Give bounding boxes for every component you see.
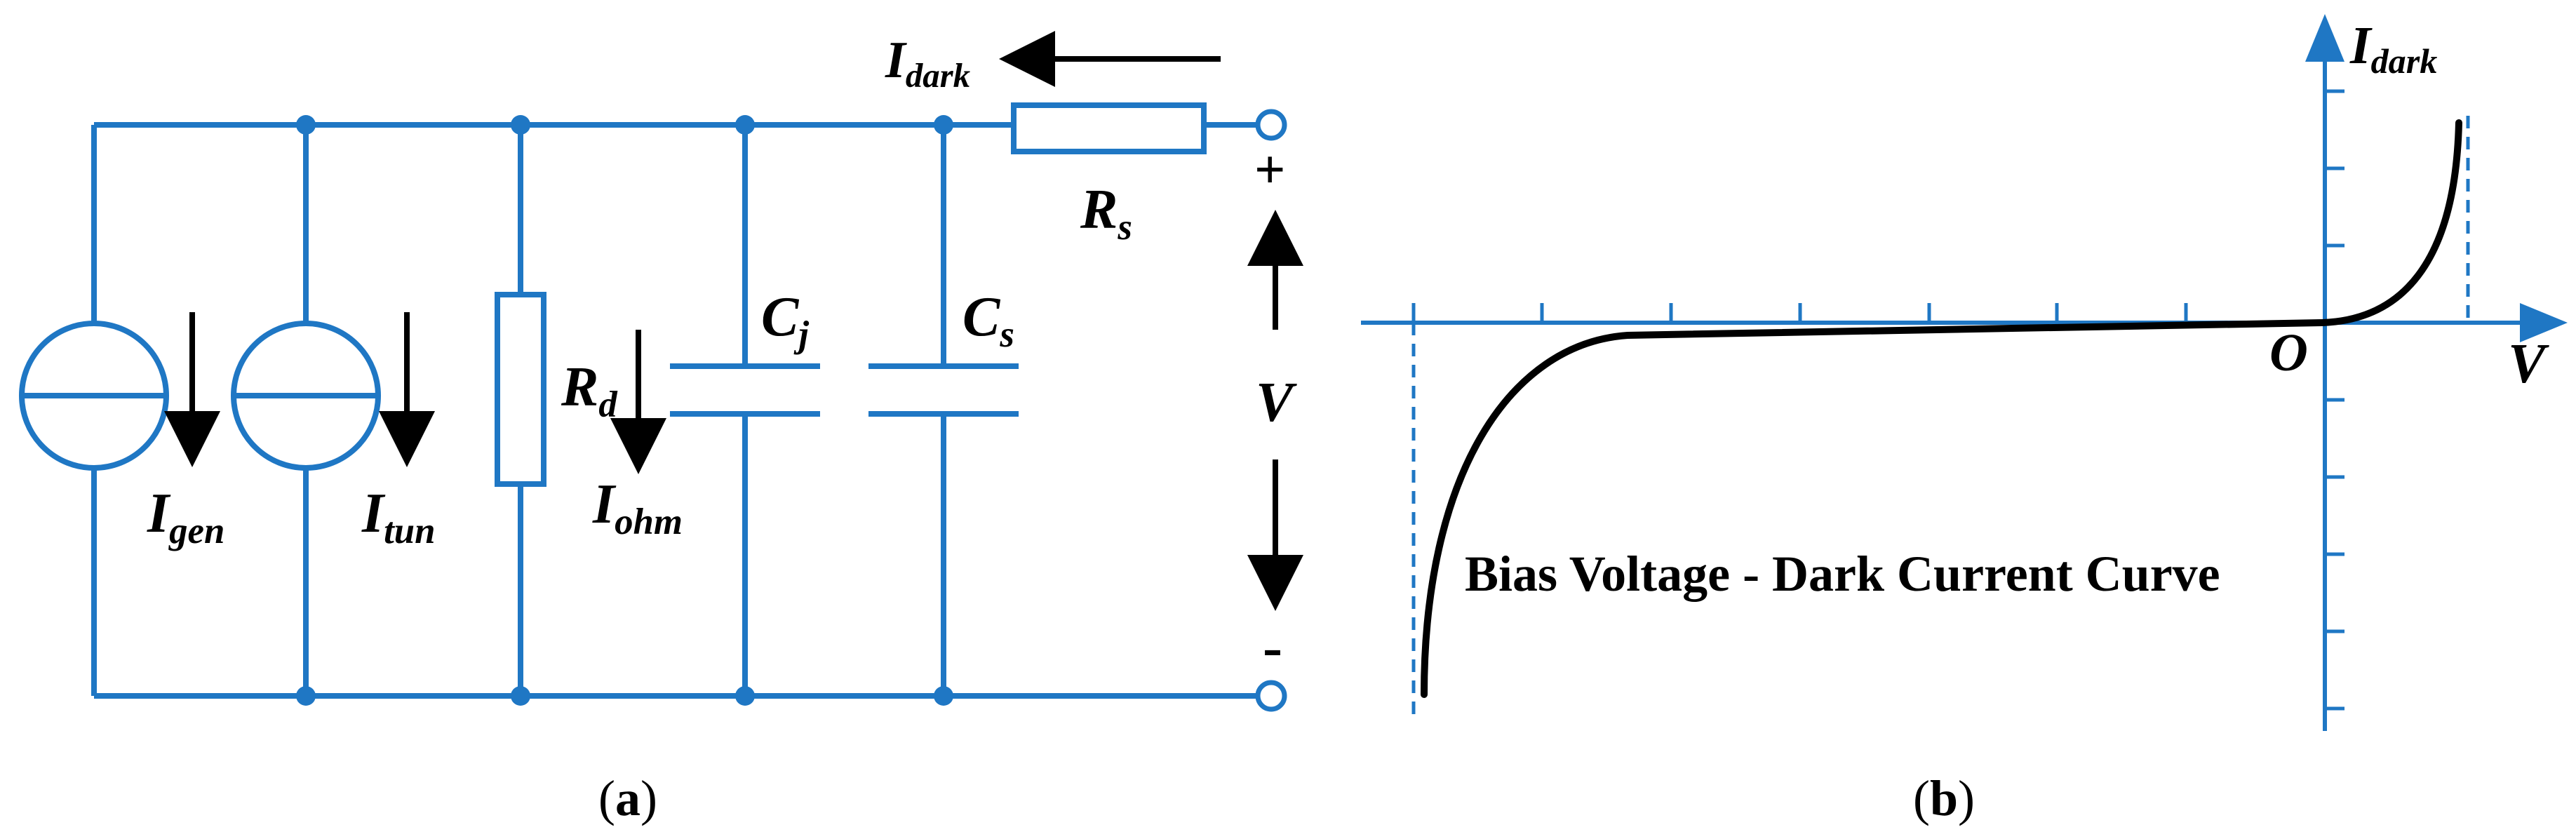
current-source-gen [19, 125, 169, 696]
dark-current-curve [1421, 119, 2462, 698]
terminal-negative [1255, 680, 1287, 712]
panel-b-plot: Idark V O Bias Voltage - Dark Current Cu… [1361, 14, 2568, 826]
capacitor-cs [868, 125, 1019, 696]
iohm-label: Iohm [592, 474, 683, 542]
x-axis-label: V [2508, 333, 2549, 395]
origin-label: O [2269, 323, 2308, 382]
resistor-rs [1011, 102, 1207, 154]
panel-b-caption: (b) [1913, 770, 1975, 826]
itun-label: Itun [361, 483, 436, 551]
current-source-tun [231, 125, 381, 696]
curve-label: Bias Voltage - Dark Current Curve [1465, 546, 2220, 602]
junction-dots [296, 115, 953, 706]
panel-a-caption: (a) [598, 770, 657, 826]
cj-label: Cj [761, 286, 809, 355]
rd-label: Rd [561, 356, 618, 425]
y-axis-label: Idark [2349, 16, 2437, 81]
idark-label: Idark [885, 32, 971, 95]
x-axis-arrowhead [2520, 303, 2568, 342]
resistor-rd [495, 125, 546, 696]
capacitor-cj [670, 125, 820, 696]
cs-label: Cs [962, 286, 1014, 355]
y-axis-ticks [2325, 89, 2344, 711]
minus-label: - [1263, 615, 1282, 680]
v-label: V [1256, 372, 1297, 434]
x-axis-ticks [1411, 303, 2188, 323]
panel-a-circuit: Idark Rs + V - Cj Cs Rd Igen Itun Iohm (… [19, 31, 1303, 826]
igen-label: Igen [147, 483, 224, 551]
terminal-positive [1255, 109, 1287, 141]
plus-label: + [1254, 139, 1285, 200]
y-axis-arrowhead [2305, 14, 2344, 62]
rs-label: Rs [1080, 179, 1132, 248]
